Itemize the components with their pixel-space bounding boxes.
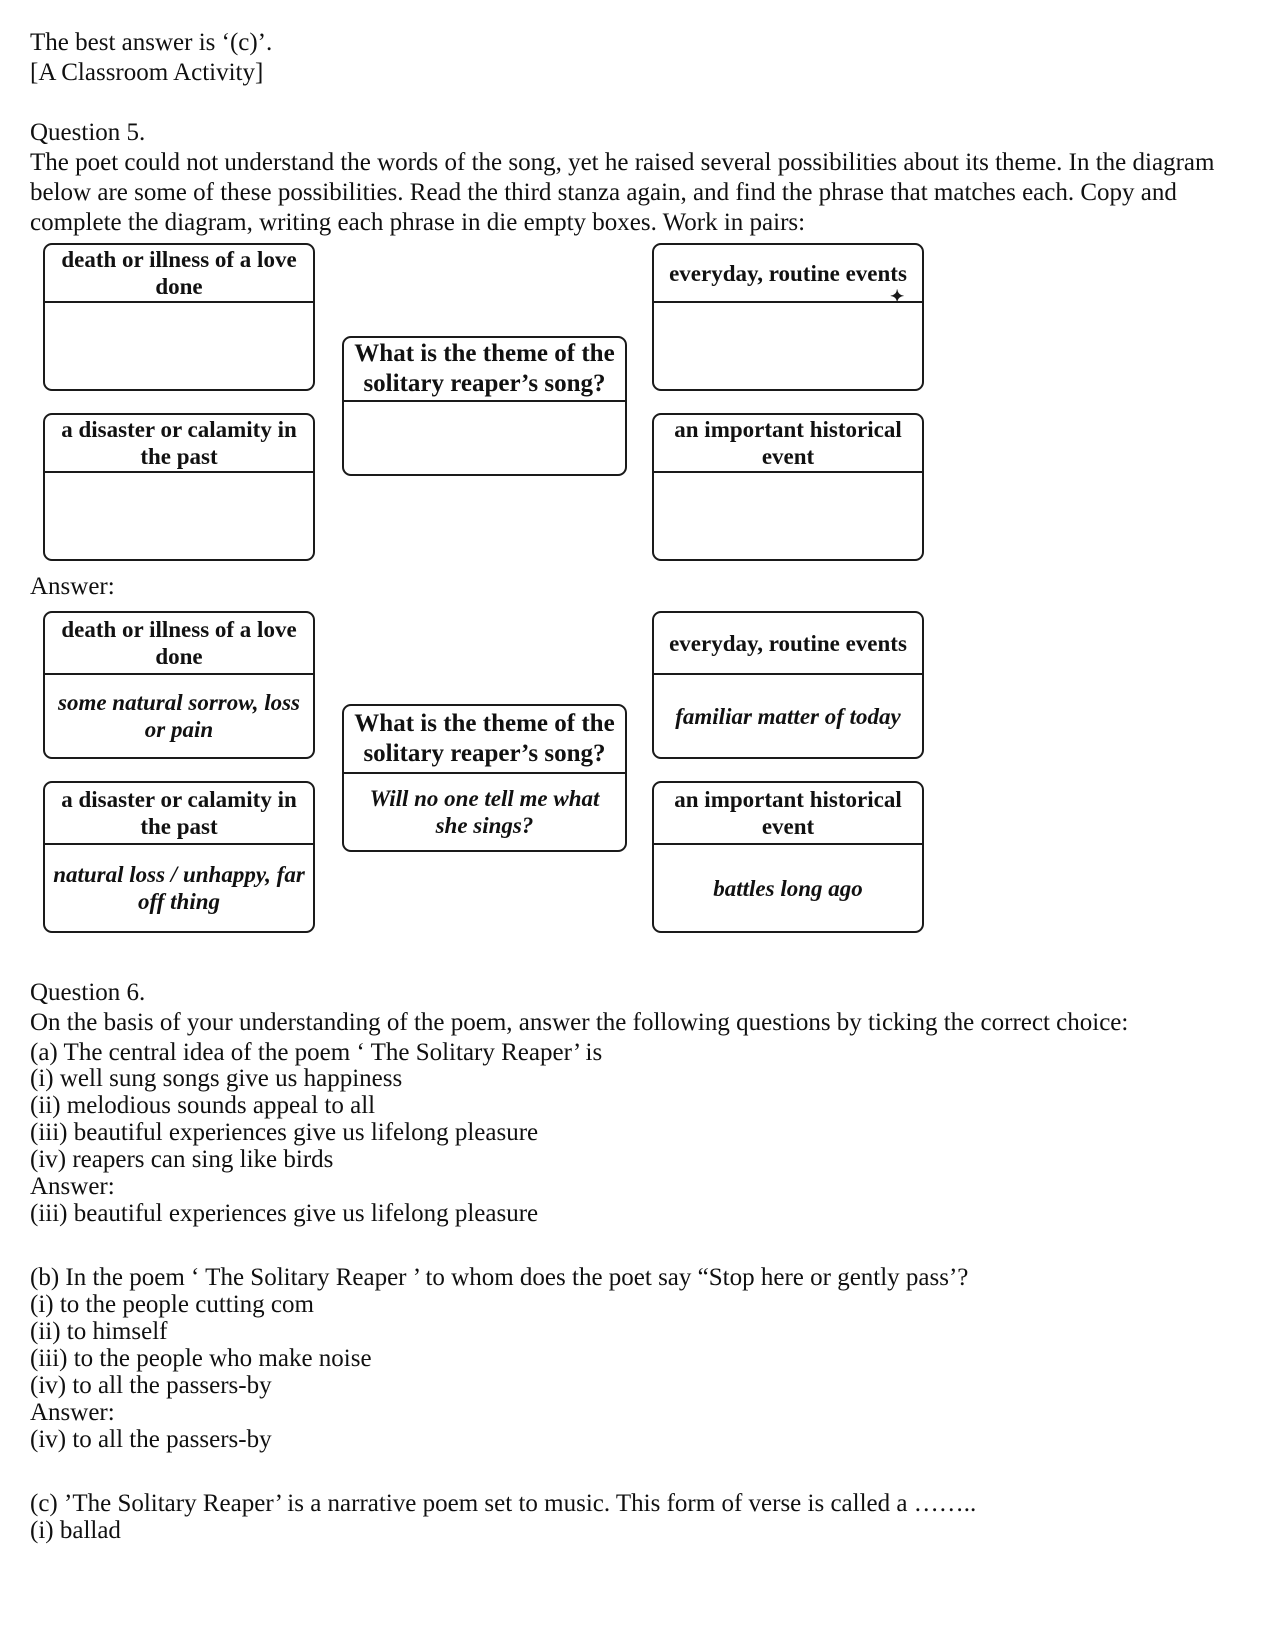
question6-part-b-option-2[interactable]: (ii) to himself bbox=[30, 1318, 168, 1345]
question6-part-c-stem: (c) ’The Solitary Reaper’ is a narrative… bbox=[30, 1490, 977, 1517]
stray-mark-icon: ✦ bbox=[890, 287, 905, 306]
answer-right-box-2: an important historical event battles lo… bbox=[652, 781, 924, 933]
answer-right-box-1-value: familiar matter of today bbox=[675, 703, 901, 729]
question5-answer-label: Answer: bbox=[30, 573, 115, 600]
answer-left-box-1-label: death or illness of a love done bbox=[45, 613, 313, 675]
answer-right-box-1: everyday, routine events familiar matter… bbox=[652, 611, 924, 759]
answer-left-box-2-label: a disaster or calamity in the past bbox=[45, 783, 313, 845]
diagram-blank: death or illness of a love done a disast… bbox=[30, 240, 940, 570]
question6-part-b-option-1[interactable]: (i) to the people cutting com bbox=[30, 1291, 314, 1318]
answer-left-box-1-value: some natural sorrow, loss or pain bbox=[58, 690, 300, 742]
question6-part-a-answer: (iii) beautiful experiences give us life… bbox=[30, 1200, 539, 1227]
blank-left-box-2-answer-slot[interactable] bbox=[45, 473, 313, 559]
question6-part-b-answer: (iv) to all the passers-by bbox=[30, 1426, 272, 1453]
intro-line-1: The best answer is ‘(c)’. bbox=[30, 29, 273, 56]
question5-body: The poet could not understand the words … bbox=[30, 149, 1221, 236]
answer-right-box-2-label: an important historical event bbox=[654, 783, 922, 845]
blank-right-box-1-answer-slot[interactable] bbox=[654, 303, 922, 389]
blank-center-box-label: What is the theme of the solitary reaper… bbox=[354, 340, 615, 397]
blank-right-box-1-label: everyday, routine events bbox=[654, 245, 922, 303]
intro-line-2: [A Classroom Activity] bbox=[30, 59, 264, 86]
blank-left-box-2-label: a disaster or calamity in the past bbox=[45, 415, 313, 473]
question6-part-b-option-4[interactable]: (iv) to all the passers-by bbox=[30, 1372, 272, 1399]
blank-center-box: What is the theme of the solitary reaper… bbox=[342, 336, 627, 476]
answer-left-box-1: death or illness of a love done some nat… bbox=[43, 611, 315, 759]
question6-part-a-option-2[interactable]: (ii) melodious sounds appeal to all bbox=[30, 1092, 376, 1119]
blank-left-box-2: a disaster or calamity in the past bbox=[43, 413, 315, 561]
blank-left-box-1-answer-slot[interactable] bbox=[45, 303, 313, 389]
question6-part-a-option-1[interactable]: (i) well sung songs give us happiness bbox=[30, 1065, 403, 1092]
question5-heading: Question 5. bbox=[30, 119, 146, 146]
question6-heading: Question 6. bbox=[30, 979, 146, 1006]
blank-right-box-2-answer-slot[interactable] bbox=[654, 473, 922, 559]
question6-intro: On the basis of your understanding of th… bbox=[30, 1009, 1129, 1036]
answer-center-box-label: What is the theme of the solitary reaper… bbox=[354, 710, 615, 767]
blank-center-box-answer-slot[interactable] bbox=[344, 400, 625, 474]
question6-part-a-option-4[interactable]: (iv) reapers can sing like birds bbox=[30, 1146, 334, 1173]
question6-part-b-option-3[interactable]: (iii) to the people who make noise bbox=[30, 1345, 372, 1372]
question6-part-a-stem: (a) The central idea of the poem ‘ The S… bbox=[30, 1039, 603, 1066]
answer-right-box-1-label: everyday, routine events bbox=[654, 613, 922, 675]
answer-center-box: What is the theme of the solitary reaper… bbox=[342, 704, 627, 852]
question6-part-b-stem: (b) In the poem ‘ The Solitary Reaper ’ … bbox=[30, 1264, 969, 1291]
question6-part-a-answer-label: Answer: bbox=[30, 1173, 115, 1200]
answer-left-box-2: a disaster or calamity in the past natur… bbox=[43, 781, 315, 933]
blank-right-box-2-label: an important historical event bbox=[654, 415, 922, 473]
blank-left-box-1-label: death or illness of a love done bbox=[45, 245, 313, 303]
question6-part-b-answer-label: Answer: bbox=[30, 1399, 115, 1426]
diagram-answer: death or illness of a love done some nat… bbox=[30, 608, 940, 938]
answer-left-box-2-value: natural loss / unhappy, far off thing bbox=[53, 862, 305, 914]
answer-right-box-2-value: battles long ago bbox=[713, 875, 863, 901]
blank-left-box-1: death or illness of a love done bbox=[43, 243, 315, 391]
question6-part-a-option-3[interactable]: (iii) beautiful experiences give us life… bbox=[30, 1119, 539, 1146]
answer-center-box-value: Will no one tell me what she sings? bbox=[344, 772, 625, 850]
question6-part-c-option-1[interactable]: (i) ballad bbox=[30, 1517, 121, 1544]
blank-right-box-2: an important historical event bbox=[652, 413, 924, 561]
blank-right-box-1: everyday, routine events bbox=[652, 243, 924, 391]
